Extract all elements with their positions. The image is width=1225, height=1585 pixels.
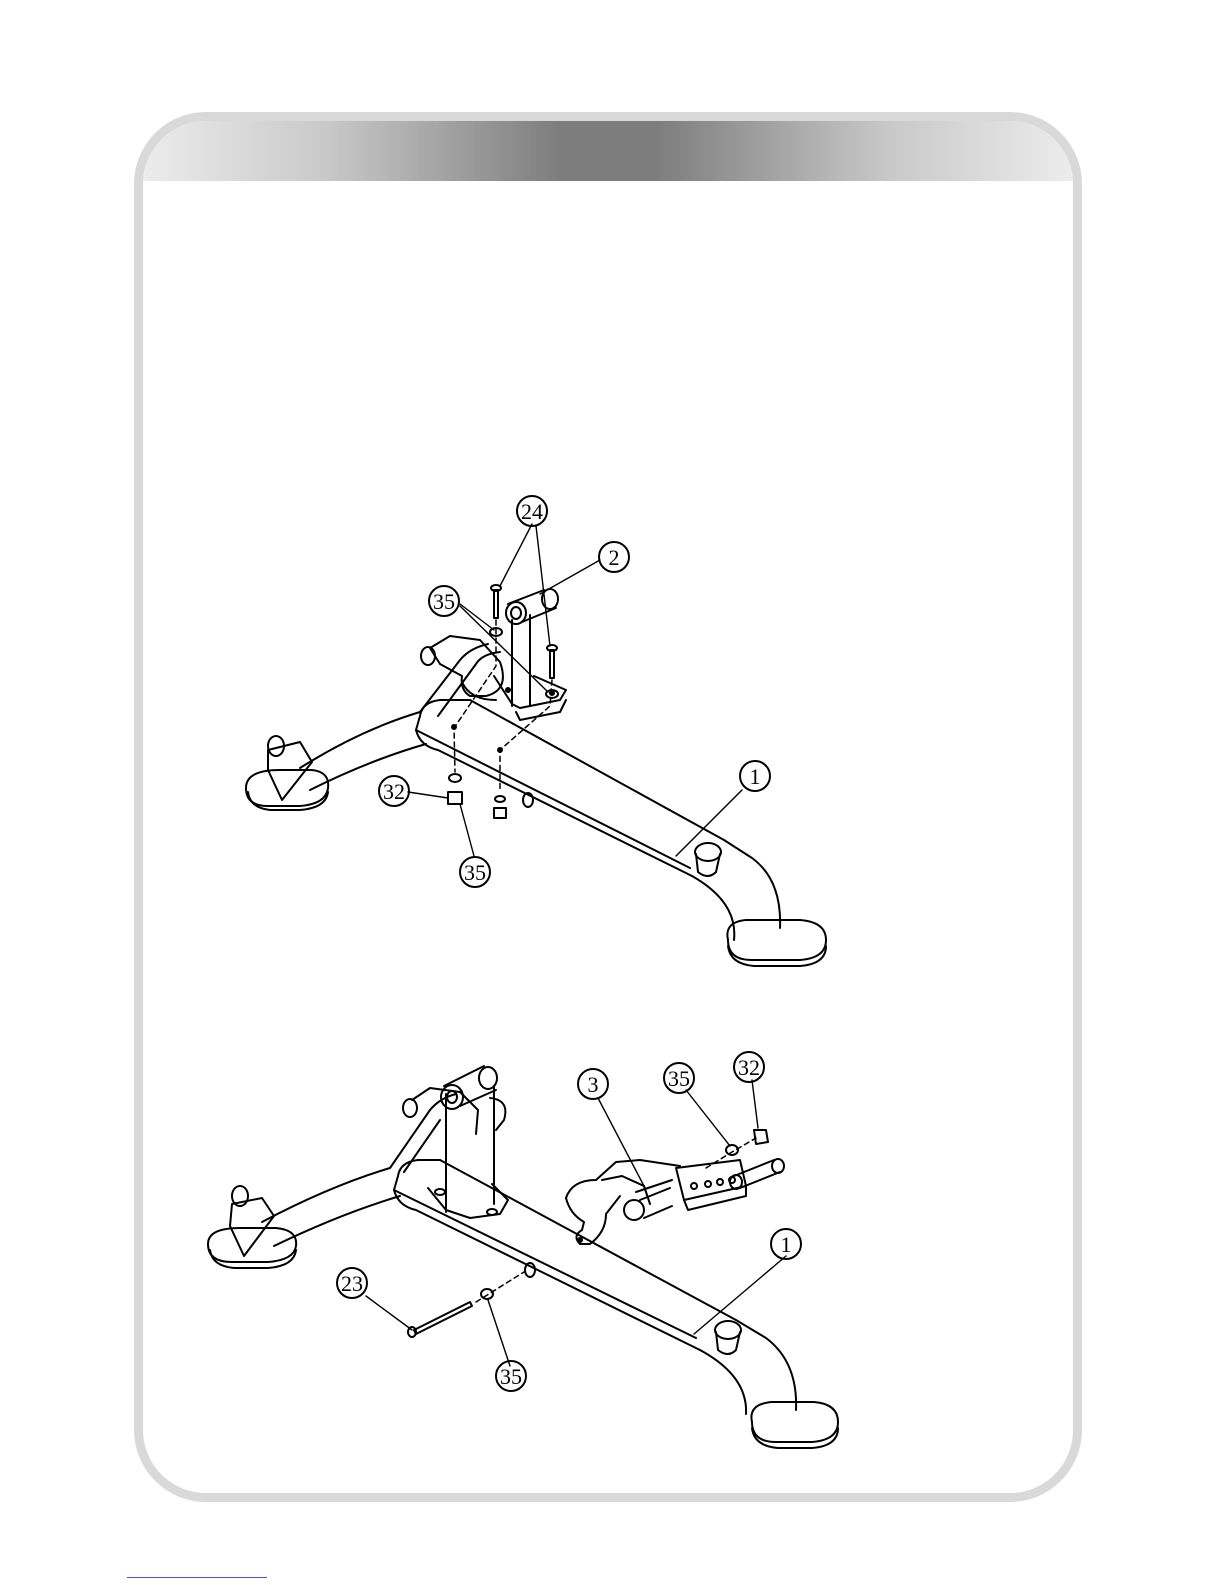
svg-text:35: 35 (464, 860, 486, 885)
footer-link-underline (127, 1577, 267, 1578)
svg-text:3: 3 (588, 1072, 599, 1097)
rear-frame-tubes-2 (262, 1094, 456, 1246)
callout-1: 1 (740, 761, 770, 791)
svg-text:2: 2 (609, 545, 620, 570)
svg-text:32: 32 (738, 1055, 760, 1080)
adjuster-part-3 (566, 1159, 784, 1244)
callout-35-bottom-b: 35 (496, 1361, 526, 1391)
rear-left-foot-pad-2 (208, 1186, 296, 1268)
upright-post-2 (494, 589, 566, 720)
callout-35-top: 35 (429, 586, 459, 616)
callout-24: 24 (517, 496, 547, 526)
svg-text:32: 32 (383, 779, 405, 804)
svg-text:23: 23 (341, 1271, 363, 1296)
callout-35-right: 35 (664, 1063, 694, 1093)
svg-text:35: 35 (433, 589, 455, 614)
callout-35-bottom: 35 (460, 857, 490, 887)
diagram-2-adjuster-assembly: 3 35 32 1 23 35 (208, 1052, 838, 1448)
svg-text:1: 1 (750, 764, 761, 789)
svg-text:1: 1 (781, 1232, 792, 1257)
callout-32-right: 32 (734, 1052, 764, 1082)
diagram-1-base-assembly: 24 2 35 32 35 1 (246, 496, 826, 966)
callout-23: 23 (337, 1268, 367, 1298)
rear-left-foot-pad (246, 736, 328, 810)
rear-right-foot-pad (421, 636, 503, 700)
svg-text:24: 24 (521, 499, 543, 524)
rear-frame-tubes (300, 644, 500, 790)
svg-text:35: 35 (668, 1066, 690, 1091)
bolt-23 (408, 1302, 472, 1337)
callout-3: 3 (578, 1069, 608, 1099)
svg-text:35: 35 (500, 1364, 522, 1389)
callout-32: 32 (379, 776, 409, 806)
callout-2: 2 (599, 542, 629, 572)
callout-1-b: 1 (771, 1229, 801, 1259)
main-frame-tube-2 (394, 1160, 838, 1448)
main-frame-tube-1 (416, 700, 826, 966)
